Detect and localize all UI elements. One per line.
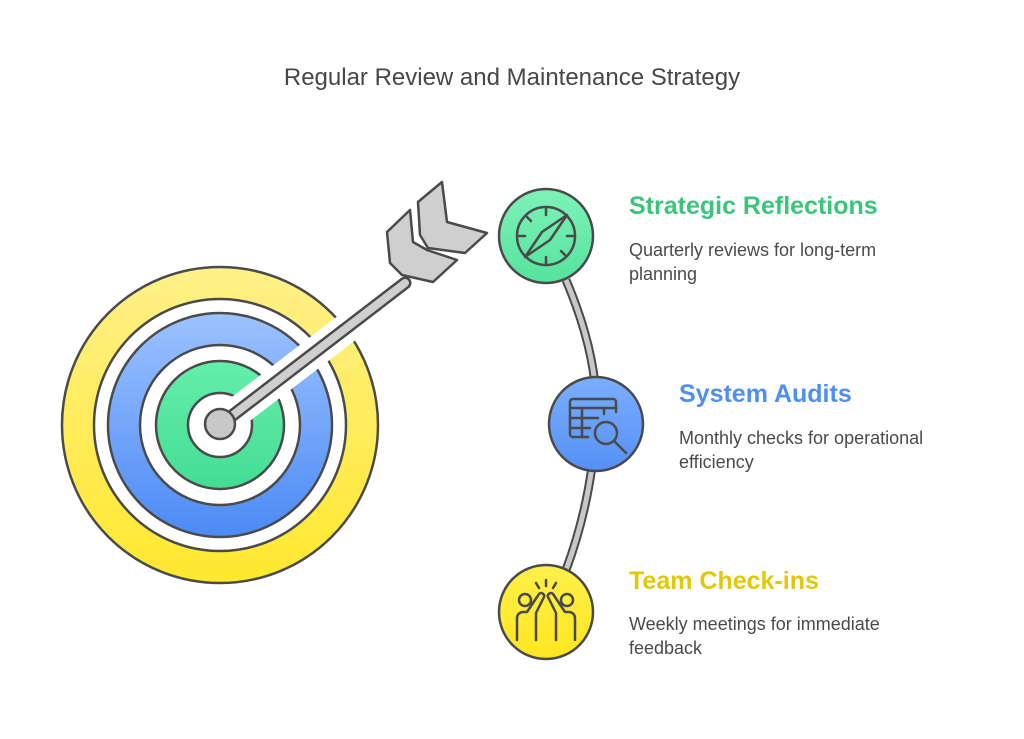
target-ring-blue <box>106 311 334 539</box>
item-desc-system-audits: Monthly checks for operational efficienc… <box>679 428 924 472</box>
page-title: Regular Review and Maintenance Strategy <box>283 64 741 91</box>
item-title-strategic-reflections: Strategic Reflections <box>629 192 878 220</box>
target-ring-yellow <box>60 265 380 585</box>
system-audits-node <box>547 375 645 473</box>
strategic-reflections-node <box>497 187 595 285</box>
item-title-team-checkins: Team Check-ins <box>629 567 819 595</box>
item-desc-team-checkins: Weekly meetings for immediate feedback <box>629 614 880 658</box>
table-search-icon <box>568 397 628 455</box>
high-five-icon <box>515 578 577 642</box>
item-desc-strategic-reflections: Quarterly reviews for long-term planning <box>629 240 877 284</box>
item-title-system-audits: System Audits <box>679 380 852 408</box>
compass-icon <box>515 205 577 267</box>
team-checkins-node <box>497 563 595 661</box>
arrow-icon <box>203 180 489 441</box>
